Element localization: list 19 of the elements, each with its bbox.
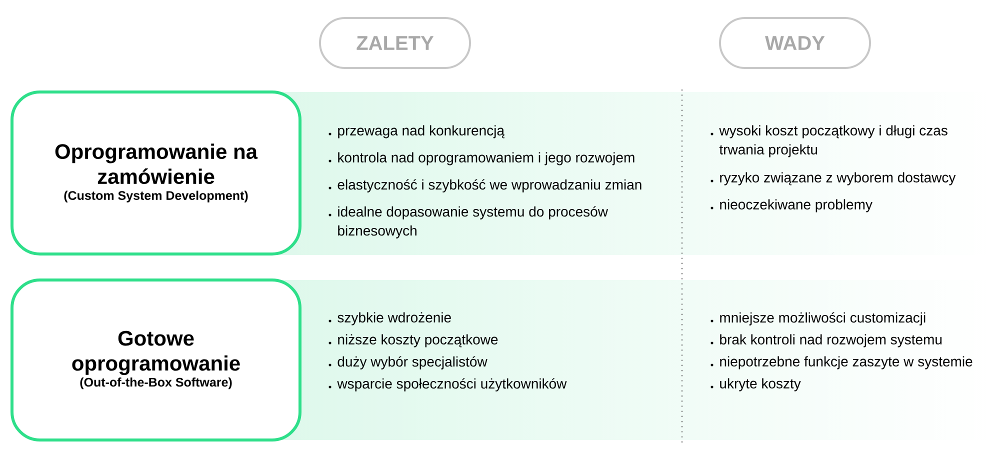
bullet-item: wysoki koszt początkowy i długi czas trwania projektu	[710, 125, 948, 158]
category-box: Oprogramowanie na zamówienie (Custom System Development)	[10, 90, 302, 256]
bullet-item: nieoczekiwane problemy	[710, 199, 872, 212]
category-box: Gotowe oprogramowanie (Out-of-the-Box Software)	[10, 278, 302, 442]
bullet-item: kontrola nad oprogramowaniem i jego rozwojem	[328, 152, 634, 166]
bullet-item: mniejsze możliwości customizacji	[710, 312, 926, 326]
bullet-item: duży wybór specjalistów	[328, 356, 488, 370]
bullet-item: ukryte koszty	[710, 378, 801, 392]
bullet-item: idealne dopasowanie systemu do procesów biznesowych	[328, 206, 608, 238]
bullet-item: przewaga nad konkurencją	[328, 125, 504, 138]
header-pill: WADY	[719, 17, 871, 69]
bullet-item: szybkie wdrożenie	[328, 312, 451, 326]
bullet-item: elastyczność i szybkość we wprowadzaniu zmian	[328, 179, 642, 192]
bullet-item: niepotrzebne funkcje zaszyte w systemie	[710, 356, 972, 370]
bullet-item: brak kontroli nad rozwojem systemu	[710, 334, 942, 348]
header-pill: ZALETY	[319, 17, 471, 69]
bullet-item: niższe koszty początkowe	[328, 334, 498, 348]
bullet-item: ryzyko związane z wyborem dostawcy	[710, 172, 956, 186]
bullet-item: wsparcie społeczności użytkowników	[328, 378, 567, 392]
